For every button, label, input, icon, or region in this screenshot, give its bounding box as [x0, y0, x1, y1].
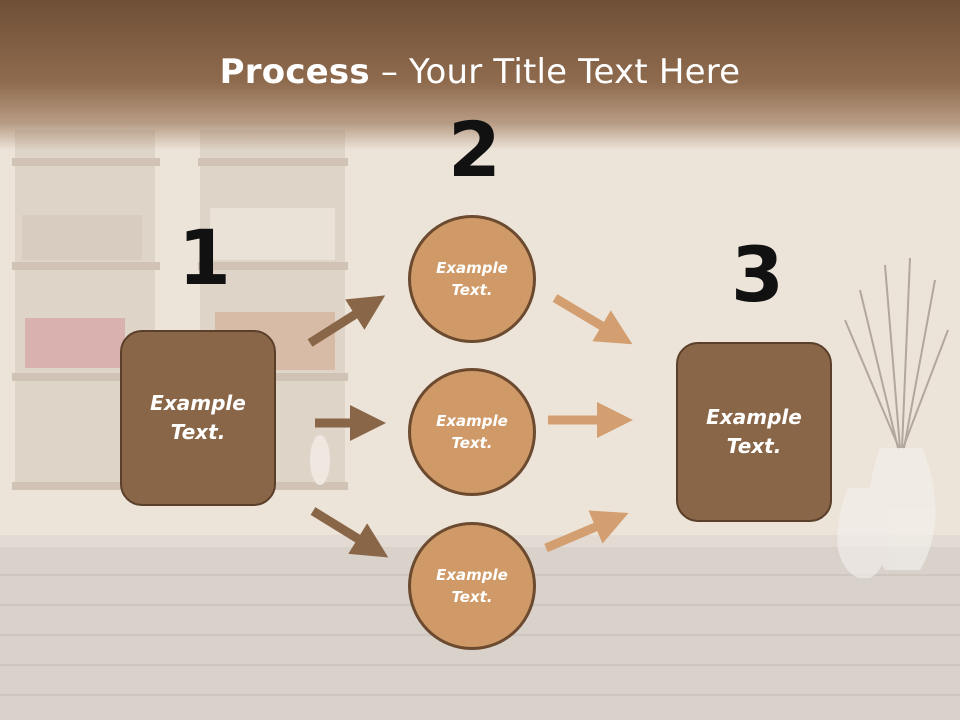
slide-title: Process – Your Title Text Here — [0, 52, 960, 92]
step-2-circle-bottom: Example Text. — [408, 522, 536, 650]
title-rest: Your Title Text Here — [409, 52, 741, 92]
arrow-1-to-2c — [310, 507, 389, 558]
title-bold: Process — [219, 52, 370, 92]
step-2-circle-middle: Example Text. — [408, 368, 536, 496]
arrow-2a-to-3 — [552, 294, 633, 345]
arrow-1-to-2a — [307, 295, 386, 347]
title-banner — [0, 0, 960, 150]
step-2-label-middle: Example Text. — [436, 411, 508, 453]
step-3-number: 3 — [731, 230, 784, 319]
title-dash: – — [369, 52, 410, 92]
step-2-label-bottom: Example Text. — [436, 565, 508, 607]
step-2-circle-top: Example Text. — [408, 215, 536, 343]
step-1-number: 1 — [178, 213, 231, 302]
step-1-box: Example Text. — [120, 330, 276, 506]
arrow-2c-to-3 — [544, 510, 629, 553]
step-2-label-top: Example Text. — [436, 258, 508, 300]
step-3-label: Example Text. — [706, 405, 802, 458]
step-3-box: Example Text. — [676, 342, 832, 522]
step-1-label: Example Text. — [150, 391, 246, 444]
step-2-number: 2 — [448, 105, 501, 194]
